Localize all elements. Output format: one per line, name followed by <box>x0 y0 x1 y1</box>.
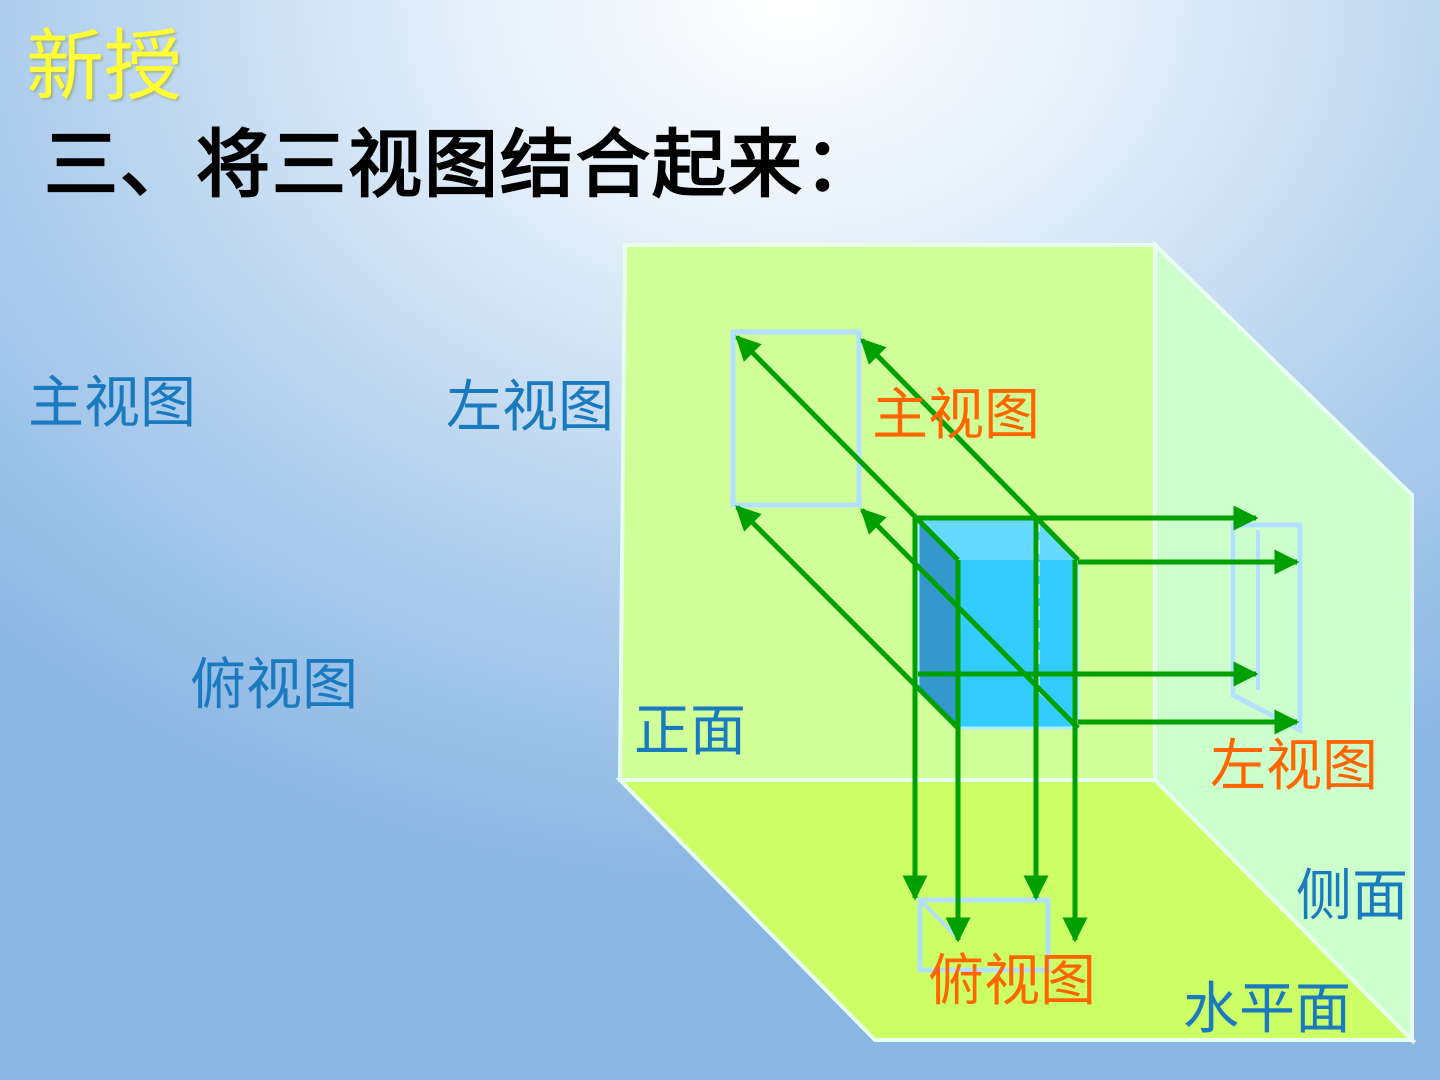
ray-front-3 <box>735 505 960 730</box>
top-view-projection <box>917 897 1051 973</box>
front-view-projection <box>730 329 862 508</box>
ray-front-1 <box>735 335 960 562</box>
ray-front-2 <box>860 338 1080 562</box>
side-label-left-view: 左视图 <box>446 375 614 440</box>
section-tag: 新授 <box>26 22 183 112</box>
front-plane-label: 正面 <box>634 699 746 764</box>
page-title: 三、将三视图结合起来： <box>44 122 880 208</box>
side-label-front-view: 主视图 <box>28 371 196 436</box>
side-label-top-view: 俯视图 <box>190 653 358 718</box>
left-view-projection <box>1230 522 1303 735</box>
top-view-projection-label: 俯视图 <box>928 949 1096 1014</box>
side-plane-label: 侧面 <box>1296 864 1408 929</box>
cube-front-face <box>958 560 1078 728</box>
horizontal-plane-label: 水平面 <box>1183 977 1351 1042</box>
left-view-projection-label: 左视图 <box>1210 734 1378 799</box>
front-view-projection-label: 主视图 <box>872 383 1040 448</box>
ray-front-4 <box>860 508 1080 730</box>
